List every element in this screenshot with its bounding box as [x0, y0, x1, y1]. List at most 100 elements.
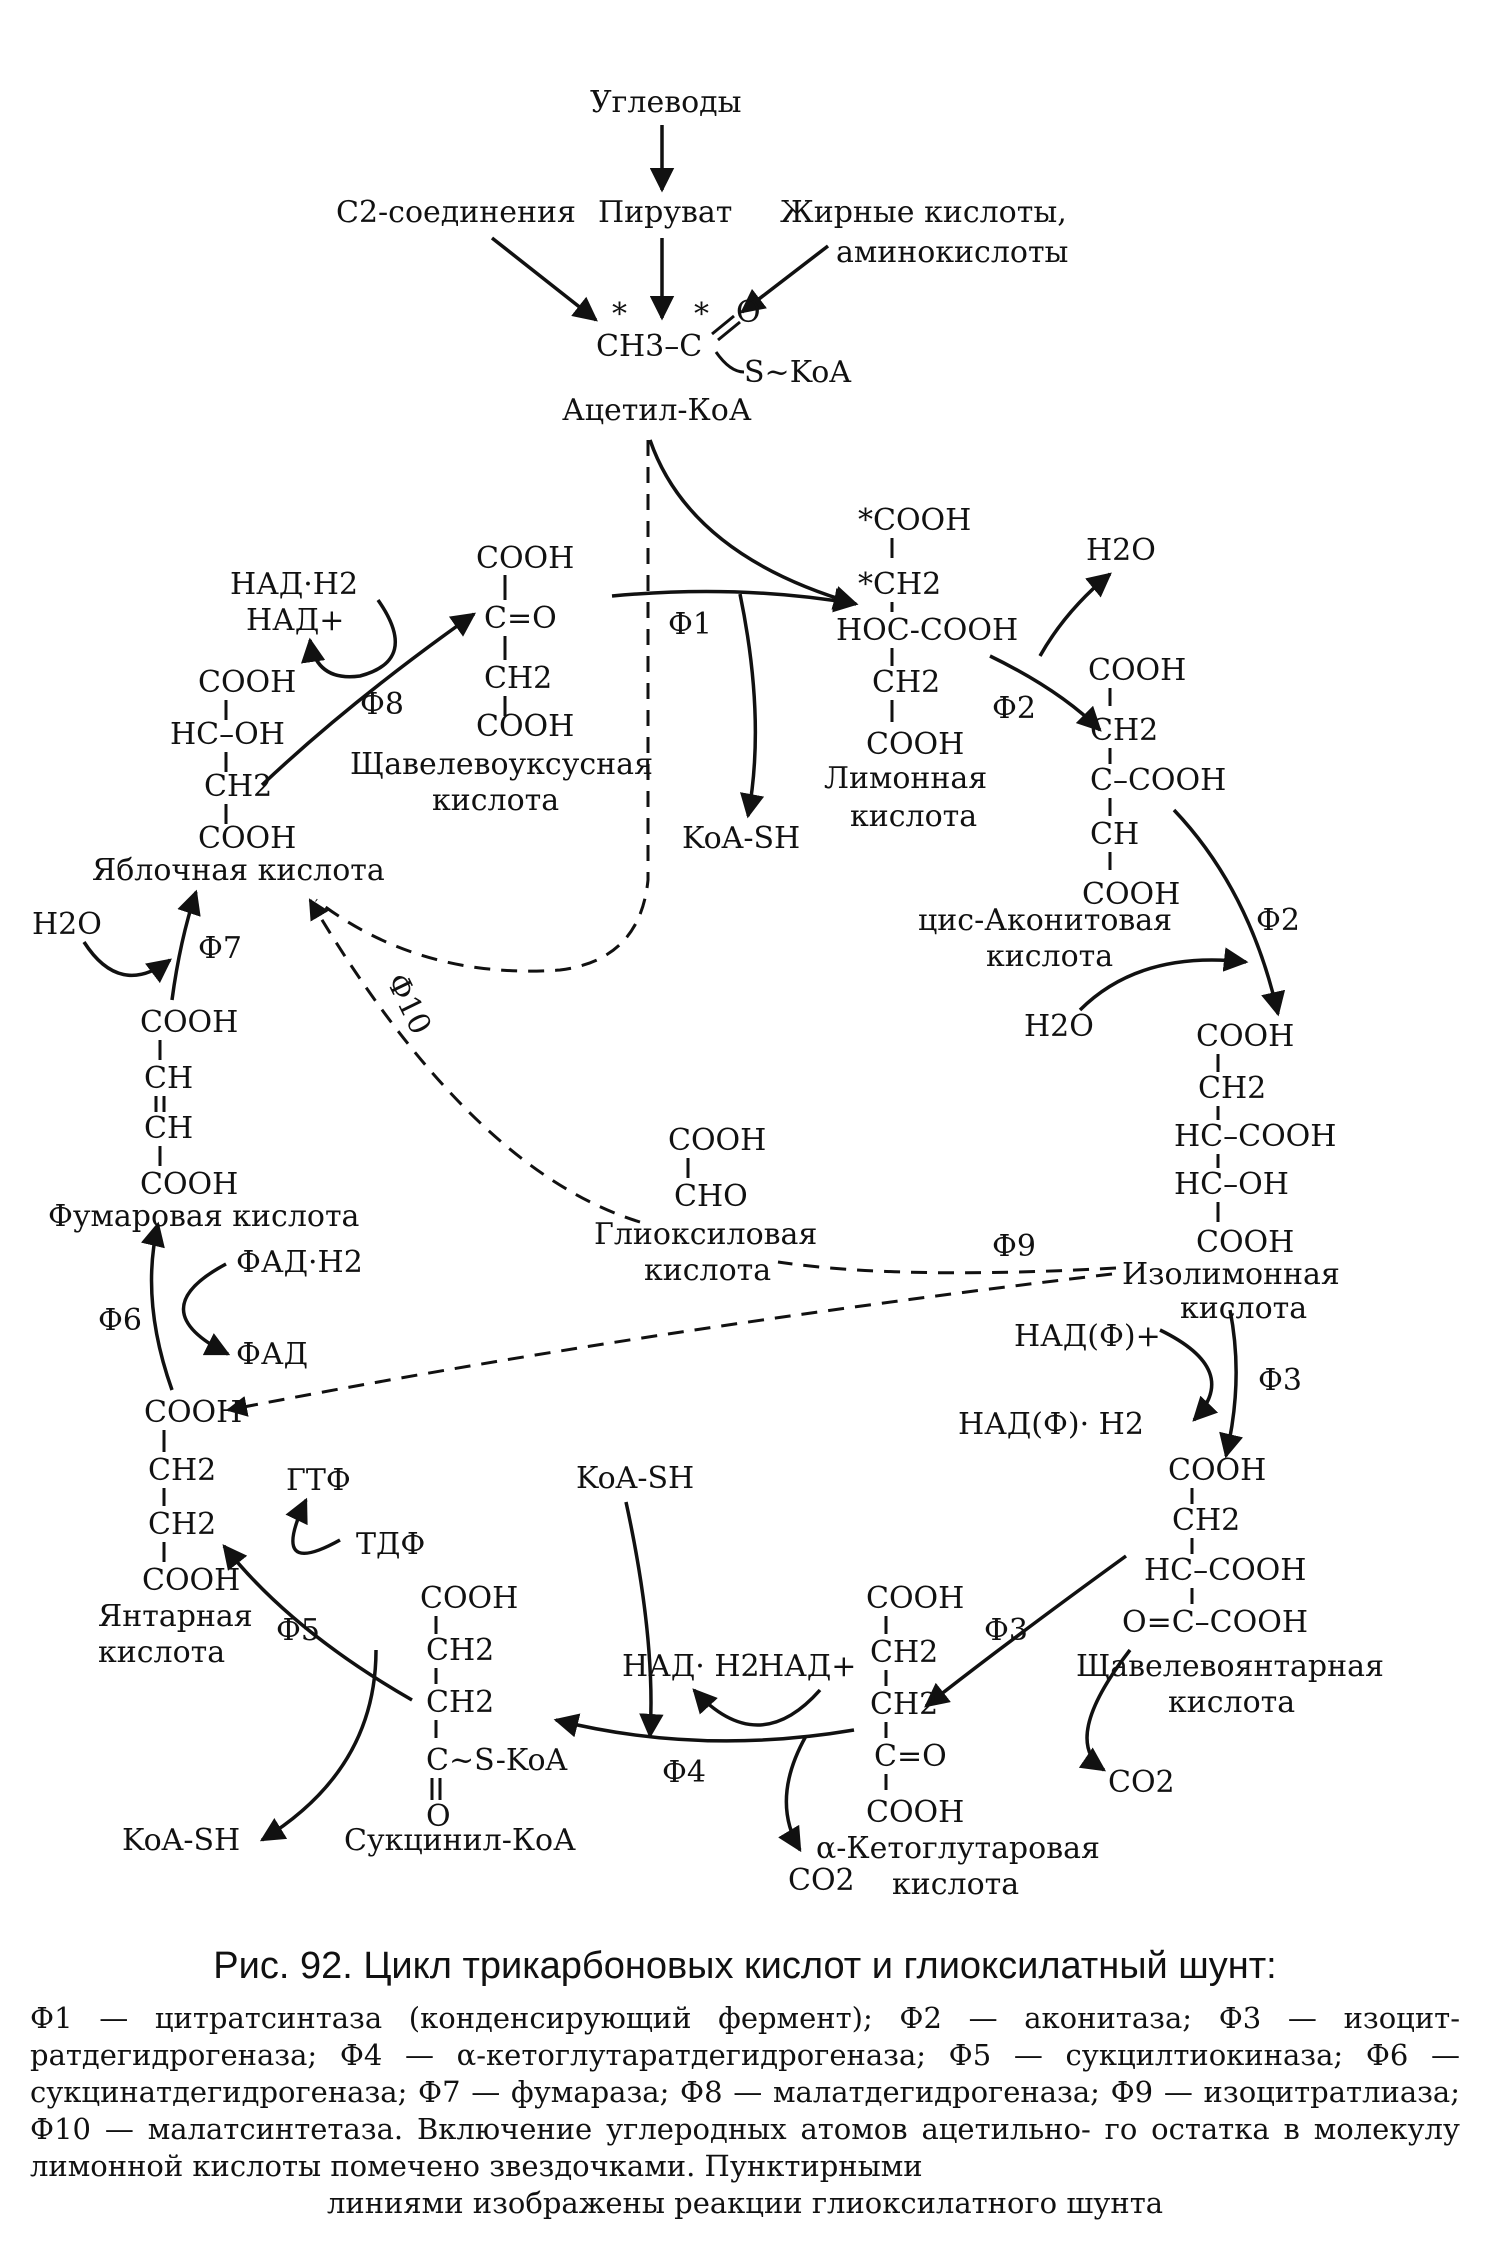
arrow-co2-release-1: [1078, 1648, 1132, 1772]
arrow-f4-akg-succinylcoa: [553, 1713, 855, 1743]
citric-atom-4: CH2: [872, 665, 940, 700]
glyoxylate-name-1: Глиоксиловая: [594, 1217, 817, 1252]
nad-plus-label-2: НАД+: [758, 1649, 856, 1684]
koa-sh-label-2: KoA-SH: [576, 1461, 694, 1496]
enzyme-f1: Ф1: [668, 607, 712, 642]
arrow-f2-cisaconitate-isocitrate: [1172, 808, 1286, 1017]
dashed-isocitrate-succinate: [225, 1272, 1113, 1417]
arrow-nad-cofactor: [301, 598, 397, 679]
citric-atom-5: COOH: [866, 727, 964, 762]
isocitrate-structure: COOH CH2 HC–COOH HC–OH COOH: [1174, 1019, 1336, 1260]
oxalo-atom-4: COOH: [476, 709, 574, 744]
koa-sh-label-3: KoA-SH: [122, 1823, 240, 1858]
caption-line-5: го остатка в молекулу лимонной кислоты п…: [30, 2112, 1460, 2183]
arrow-f5-succinylcoa-succinate: [222, 1544, 413, 1702]
enzyme-f3-b: Ф3: [984, 1613, 1028, 1648]
acetyl-thioester: S~KoA: [744, 355, 851, 390]
cis-aconitate-name-1: цис-Аконитовая: [918, 903, 1172, 938]
oxaloacetate-name-1: Щавелевоуксусная: [350, 747, 653, 782]
gtf-label: ГТФ: [286, 1463, 351, 1498]
citric-acid-name-1: Лимонная: [824, 761, 987, 796]
oxalosucc-atom-3: HC–COOH: [1144, 1553, 1306, 1588]
malic-atom-1: COOH: [198, 665, 296, 700]
isocit-atom-4: HC–OH: [1174, 1167, 1289, 1202]
malic-atom-2: HC–OH: [170, 717, 285, 752]
cisacon-atom-2: CH2: [1090, 713, 1158, 748]
succinyl-coa-name: Сукцинил-КоА: [344, 1823, 576, 1858]
acetyl-formula: CH3–C: [596, 329, 702, 364]
dashed-f9-isocitrate-glyoxylate: [777, 1260, 1117, 1275]
succoa-atom-4: C~S-KoA: [426, 1743, 568, 1778]
co2-label-2: CO2: [788, 1863, 855, 1898]
citric-acid-structure: *COOH *CH2 HOC-COOH CH2 COOH: [836, 503, 1018, 762]
akg-name-1: α-Кетоглутаровая: [816, 1831, 1100, 1866]
cisacon-atom-1: COOH: [1088, 653, 1186, 688]
akg-atom-5: COOH: [866, 1795, 964, 1830]
caption-line-6: линиями изображены реакции глиоксилатног…: [326, 2186, 1164, 2220]
arrow-h2o-release: [1038, 572, 1112, 657]
succinic-atom-1: COOH: [144, 1395, 242, 1430]
oxaloacetate-structure: COOH C=O CH2 COOH: [476, 541, 574, 744]
arrow-f2-citrate-cisaconitate: [989, 654, 1102, 732]
nad-h2-label: НАД·H2: [230, 567, 358, 602]
koa-sh-label-1: KoA-SH: [682, 821, 800, 856]
malic-atom-3: CH2: [204, 769, 272, 804]
enzyme-f7: Ф7: [198, 931, 242, 966]
nadf-h2-label: НАД(Ф)· H2: [958, 1407, 1144, 1442]
enzyme-f2-a: Ф2: [992, 691, 1036, 726]
arrow-nad-reduction-2: [692, 1688, 822, 1727]
alpha-ketoglutarate-structure: COOH CH2 CH2 C=O COOH: [866, 1581, 964, 1830]
arrow-acetyl-to-citrate: [648, 439, 859, 610]
isocit-atom-2: CH2: [1198, 1071, 1266, 1106]
cis-aconitate-name-2: кислота: [986, 939, 1113, 974]
citric-acid-name-2: кислота: [850, 799, 977, 834]
pyruvate-label: Пируват: [598, 195, 732, 230]
acetyl-star-2: *: [694, 297, 709, 332]
nadf-plus-label: НАД(Ф)+: [1014, 1319, 1161, 1354]
arrow-co2-release-2: [778, 1735, 808, 1853]
h2o-label-3: H2O: [32, 907, 102, 942]
enzyme-f2-b: Ф2: [1256, 903, 1300, 938]
co2-label-1: CO2: [1108, 1765, 1175, 1800]
glyoxylate-name-2: кислота: [644, 1253, 771, 1288]
malic-acid-name: Яблочная кислота: [92, 853, 385, 888]
enzyme-f5: Ф5: [276, 1613, 320, 1648]
isocitrate-name-1: Изолимонная: [1122, 1257, 1340, 1292]
arrow-f6-succinate-fumarate: [141, 1221, 174, 1391]
akg-name-2: кислота: [892, 1867, 1019, 1902]
oxaloacetate-name-2: кислота: [432, 783, 559, 818]
isocit-atom-3: HC–COOH: [1174, 1119, 1336, 1154]
glyox-atom-2: CHO: [674, 1179, 748, 1214]
oxalo-atom-2: C=O: [484, 601, 557, 636]
fatty-acids-label: Жирные кислоты,: [780, 195, 1067, 230]
carbohydrates-label: Углеводы: [590, 85, 742, 120]
arrow-f8-malate-oxaloacetate: [260, 612, 477, 787]
acetyl-double-bond: [711, 314, 741, 342]
arrow-koa-sh-release: [738, 593, 765, 819]
caption-title: Рис. 92. Цикл трикарбоновых кислот и гли…: [213, 1945, 1277, 1987]
acetyl-oxygen: O: [736, 295, 761, 330]
tdf-label: ТДФ: [356, 1527, 425, 1562]
figure-caption: Рис. 92. Цикл трикарбоновых кислот и гли…: [30, 1945, 1460, 2222]
oxalo-atom-3: CH2: [484, 661, 552, 696]
arrow-fatty-acetyl: [740, 244, 830, 314]
fumaric-atom-2: CH: [144, 1061, 193, 1096]
acetyl-coa-name: Ацетил-КоА: [562, 393, 752, 428]
acetyl-star-1: *: [612, 297, 627, 332]
enzyme-f4: Ф4: [662, 1755, 706, 1790]
glyox-atom-1: COOH: [668, 1123, 766, 1158]
enzyme-f9: Ф9: [992, 1229, 1036, 1264]
enzyme-f3-a: Ф3: [1258, 1363, 1302, 1398]
caption-body: Ф1 — цитратсинтаза (конденсирующий ферме…: [30, 2000, 1460, 2222]
arrow-fad-reduction: [181, 1262, 231, 1356]
enzyme-f8: Ф8: [360, 687, 404, 722]
isocitrate-name-2: кислота: [1180, 1291, 1307, 1326]
caption-line-4: изоцитратлиаза; Ф10 — малатсинтетаза. Вк…: [30, 2075, 1460, 2146]
nad-h2-label-2: НАД· H2: [622, 1649, 760, 1684]
acetyl-s-bond: [714, 351, 745, 374]
arrow-f7-fumarate-malate: [170, 889, 201, 1001]
fumaric-atom-4: COOH: [140, 1167, 238, 1202]
succinic-atom-3: CH2: [148, 1507, 216, 1542]
dashed-f10-glyoxylate-malate: [308, 898, 641, 1224]
